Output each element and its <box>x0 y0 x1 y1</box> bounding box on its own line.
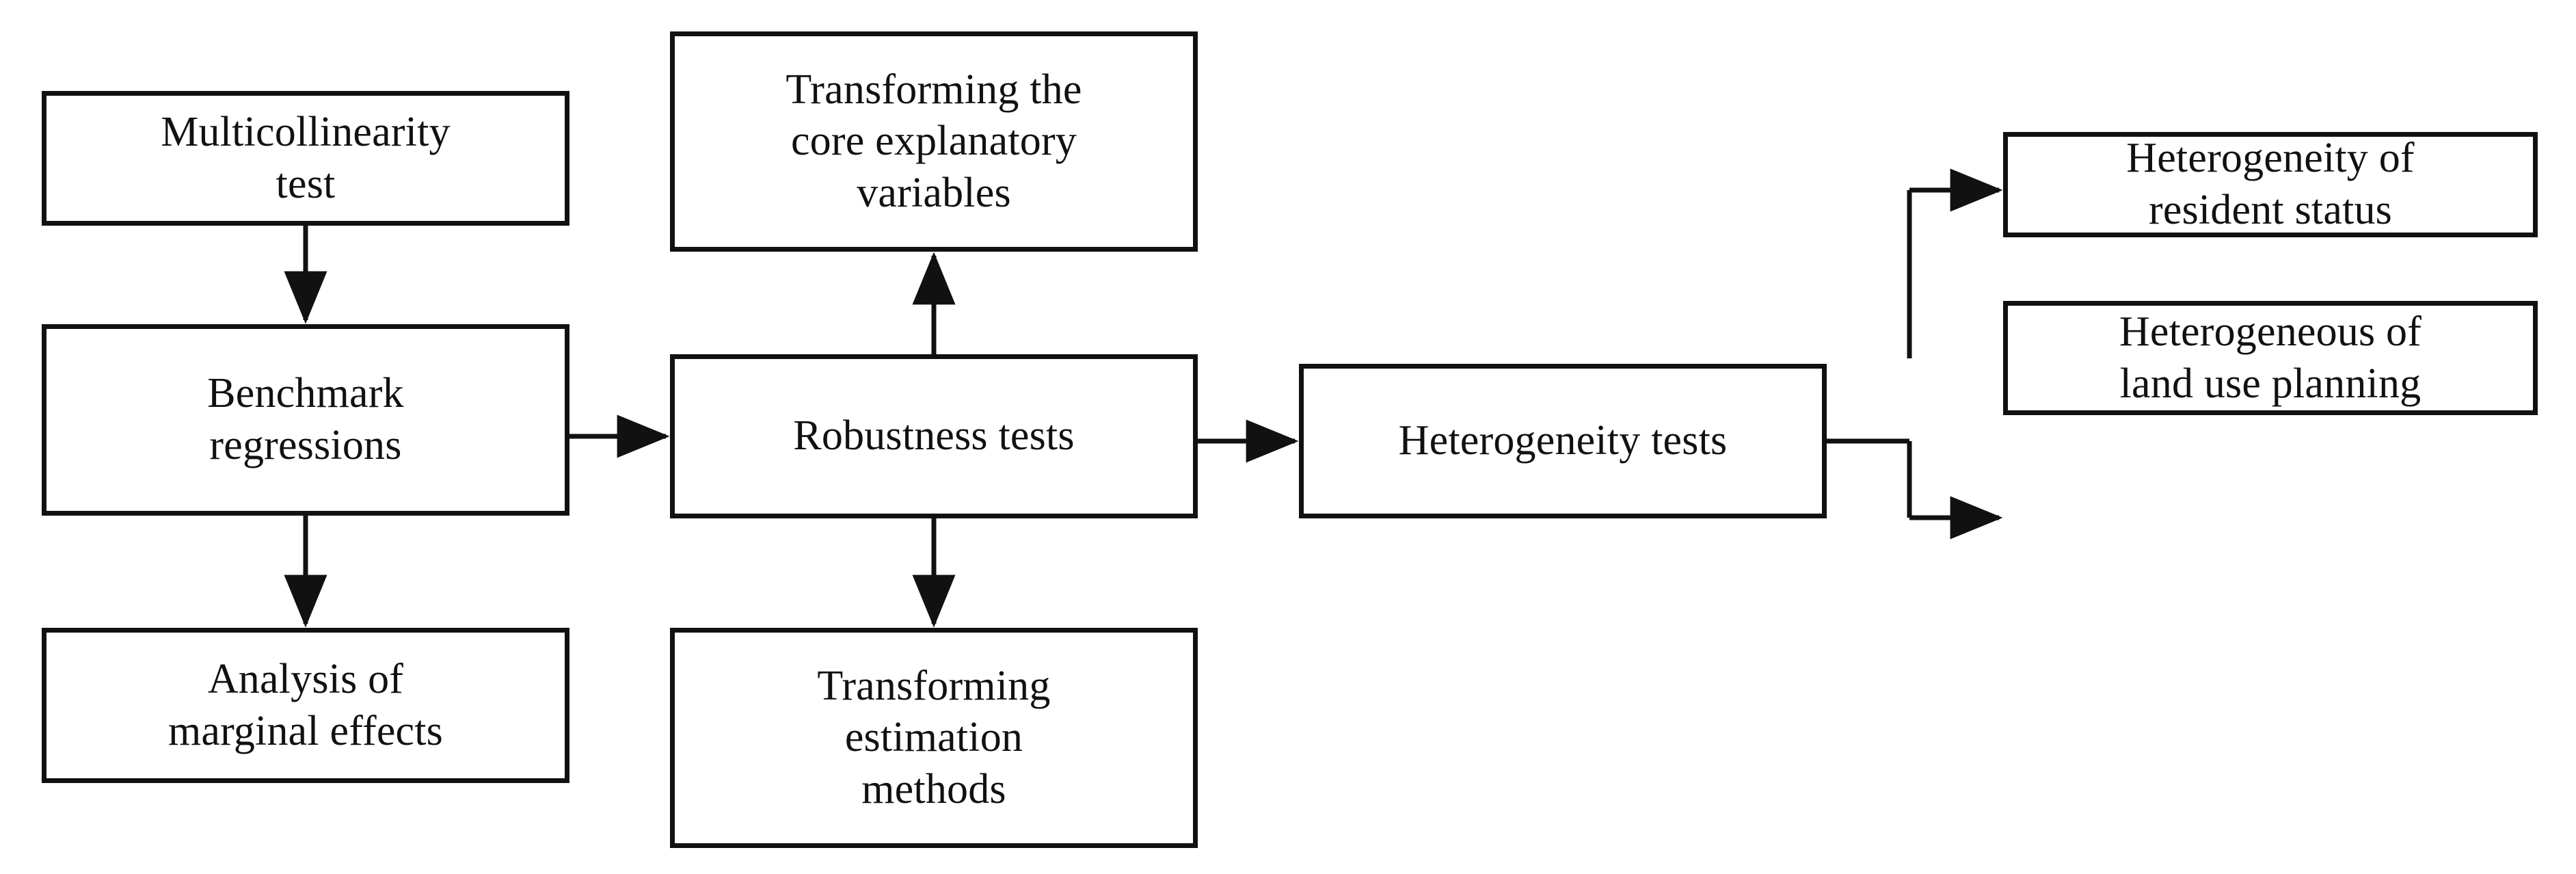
node-label-heterogeneity-of-resident-status: Heterogeneity of resident status <box>2126 135 2415 233</box>
node-label-benchmark-regressions: Benchmark regressions <box>207 370 404 468</box>
node-label-robustness-tests: Robustness tests <box>793 412 1075 460</box>
node-transforming-core-explanatory-variables[interactable]: Transforming the core explanatory variab… <box>670 31 1198 252</box>
node-robustness-tests[interactable]: Robustness tests <box>670 354 1198 518</box>
node-label-multicollinearity-test: Multicollinearity test <box>161 108 451 207</box>
node-label-heterogeneity-tests: Heterogeneity tests <box>1398 417 1728 464</box>
node-label-transforming-core-explanatory-variables: Transforming the core explanatory variab… <box>786 66 1082 216</box>
node-label-analysis-of-marginal-effects: Analysis of marginal effects <box>167 655 444 754</box>
node-transforming-estimation-methods[interactable]: Transforming estimation methods <box>670 628 1198 848</box>
node-multicollinearity-test[interactable]: Multicollinearity test <box>42 91 569 226</box>
node-analysis-of-marginal-effects[interactable]: Analysis of marginal effects <box>42 628 569 783</box>
node-label-heterogeneous-of-land-use-planning: Heterogeneous of land use planning <box>2119 308 2422 407</box>
node-heterogeneous-of-land-use-planning[interactable]: Heterogeneous of land use planning <box>2003 301 2538 415</box>
node-benchmark-regressions[interactable]: Benchmark regressions <box>42 324 569 516</box>
node-heterogeneity-tests[interactable]: Heterogeneity tests <box>1299 364 1827 518</box>
node-label-transforming-estimation-methods: Transforming estimation methods <box>817 662 1051 812</box>
node-heterogeneity-of-resident-status[interactable]: Heterogeneity of resident status <box>2003 132 2538 237</box>
